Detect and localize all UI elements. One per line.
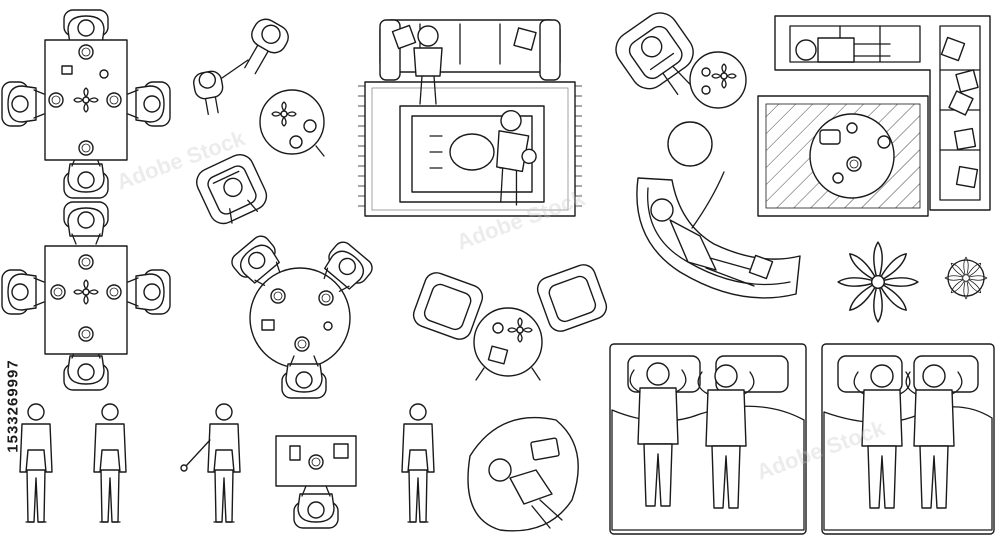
dining-table-four-people-1: [1, 9, 171, 199]
stock-id-label: 1533269997: [3, 286, 23, 526]
bean-bag-person-laptop: [467, 416, 579, 532]
corner-sofa-with-rug: [757, 15, 991, 217]
armchair-with-person: [196, 154, 268, 225]
round-side-table: [259, 89, 325, 157]
two-armchairs-round-table: [412, 264, 608, 381]
bed-couple-1: [609, 343, 807, 535]
sofa-with-rug-and-people: [358, 19, 582, 217]
armchair-person-reading: [615, 12, 747, 109]
stock-id-text: 1533269997: [4, 359, 22, 453]
desk-with-person: [275, 435, 357, 529]
standing-figures: [19, 403, 435, 523]
round-table-three-people: [227, 231, 377, 399]
chaise-lounge-person: [636, 171, 801, 299]
dining-table-four-people-2: [1, 201, 171, 391]
bed-couple-2: [821, 343, 995, 535]
round-lamp: [667, 121, 713, 167]
couple-holding-hands: [193, 18, 289, 116]
potted-plants: [837, 241, 988, 323]
